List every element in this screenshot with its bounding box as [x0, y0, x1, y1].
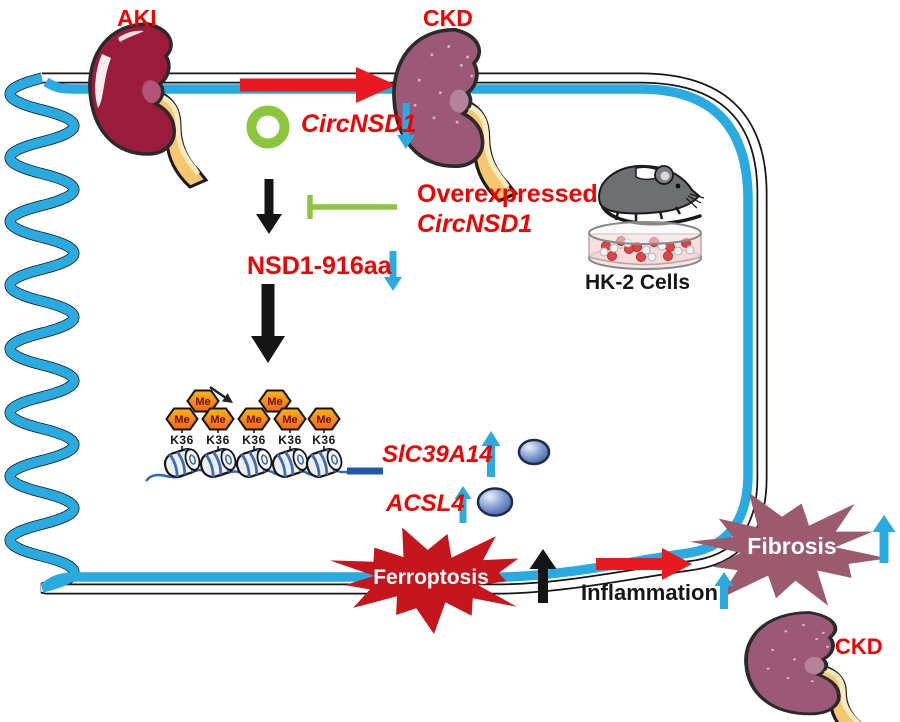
overexpressed-line2: CircNSD1 [417, 210, 533, 238]
inflammation-up-arrow [714, 572, 734, 609]
ckd-top-label: CKD [423, 5, 473, 31]
nsd1-916aa-label: NSD1-916aa [247, 252, 392, 280]
fibrosis-star-shape [690, 492, 888, 606]
ckd-bottom-label: CKD [835, 634, 883, 659]
ferroptosis-starburst [329, 527, 519, 634]
bottom-arrows [529, 548, 692, 603]
red-cell [636, 252, 646, 262]
k36-label: K36 [278, 433, 302, 447]
nucleosome-icon [305, 448, 343, 478]
circnsd1-label: CircNSD1 [301, 110, 417, 138]
kidney-ckd-bottom-icon [746, 613, 874, 722]
ferroptosis-star-shape [329, 527, 519, 634]
arrow-to-fibrosis [596, 548, 692, 580]
methylation-pointer-arrow [209, 386, 233, 403]
red-cell [607, 251, 617, 261]
ferroptosis-up-arrow [529, 549, 557, 603]
inflammation-label: Inflammation [581, 580, 718, 605]
nucleosome-icon [235, 448, 273, 478]
pathway-arrows [209, 103, 501, 523]
nsd1-916aa-down-arrow [384, 251, 402, 291]
white-cell [647, 252, 657, 262]
circrna-ring-icon [246, 105, 290, 149]
me-hexagon-icon: Me [237, 407, 271, 431]
arrow-aki-to-ckd [240, 67, 396, 103]
me-hexagon-icon: Me [307, 407, 341, 431]
k36-label: K36 [170, 433, 194, 447]
slc39a14-label: SlC39A14 [382, 441, 493, 468]
outcome-arrows [714, 515, 896, 609]
k36-label: K36 [242, 433, 266, 447]
k36-label: K36 [312, 433, 336, 447]
arrow-aki-to-ckd-group [240, 67, 396, 103]
fibrosis-up-arrow [872, 515, 896, 563]
red-cell [663, 251, 673, 261]
me-label: Me [267, 396, 282, 408]
aki-label: AKI [117, 5, 157, 31]
fibrosis-starburst [690, 492, 888, 606]
me-label: Me [195, 396, 210, 408]
pathway-down-arrow-1 [256, 179, 282, 234]
me-label: Me [210, 414, 225, 426]
me-hexagon-icon: Me [273, 407, 307, 431]
white-cell [641, 245, 651, 255]
petri-dish-icon [588, 221, 702, 270]
fibrosis-label: Fibrosis [747, 533, 837, 559]
white-cell [599, 247, 609, 257]
mouse-icon [598, 164, 705, 226]
overexpressed-circnsd1-label: Overexpressed CircNSD1 [417, 179, 598, 239]
me-hexagon-icon: Me [165, 407, 199, 431]
me-label: Me [316, 414, 331, 426]
me-label: Me [282, 414, 297, 426]
white-cell [609, 243, 619, 253]
protein-spheres [476, 438, 551, 517]
hk2-cells-label: HK-2 Cells [585, 271, 691, 294]
inhibition-bar-icon [307, 195, 397, 219]
me-hexagon-icon: Me [201, 407, 235, 431]
k36-label: K36 [206, 433, 230, 447]
white-cell [673, 246, 683, 256]
overexpressed-line1: Overexpressed [417, 180, 598, 208]
kidney-aki-icon [90, 24, 206, 187]
acsl4-label: ACSL4 [386, 490, 465, 517]
nucleosome-icon [271, 448, 309, 478]
membrane-blue-wave [5, 73, 79, 593]
me-label: Me [174, 414, 189, 426]
ferroptosis-label: Ferroptosis [373, 566, 489, 589]
circnsd1-down-arrow [397, 103, 415, 149]
acsl4-sphere-icon [476, 487, 514, 517]
me-label: Me [246, 414, 261, 426]
nucleosome-icon [163, 448, 201, 478]
nucleosome-icon [199, 448, 237, 478]
pathway-down-arrow-2 [251, 284, 285, 363]
slc39a14-sphere-icon [517, 438, 551, 466]
acsl4-up-arrow [454, 486, 472, 523]
white-cell [685, 245, 695, 255]
slc39a14-up-arrow [481, 431, 501, 477]
